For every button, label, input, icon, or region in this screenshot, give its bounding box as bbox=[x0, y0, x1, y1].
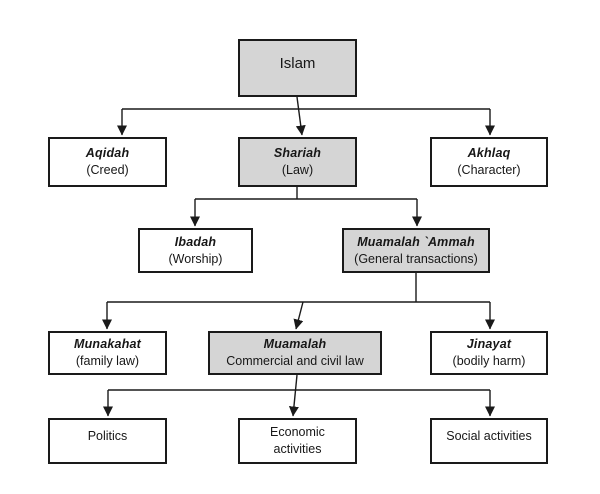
node-subtitle: (Creed) bbox=[86, 163, 129, 177]
node-social-activities: Social activities bbox=[430, 418, 548, 464]
edge-rail4-to-muamalah bbox=[293, 301, 304, 330]
node-subtitle: Commercial and civil law bbox=[226, 354, 364, 368]
node-title: Shariah bbox=[273, 146, 322, 160]
node-islam: Islam bbox=[238, 39, 357, 97]
node-subtitle: (Law) bbox=[281, 163, 314, 177]
node-muamalah: Muamalah Commercial and civil law bbox=[208, 331, 382, 375]
node-ibadah: Ibadah (Worship) bbox=[138, 228, 253, 273]
node-subtitle: (Character) bbox=[457, 163, 521, 177]
edge-muamalah-to-economic bbox=[288, 374, 299, 417]
node-subtitle: (Worship) bbox=[168, 251, 223, 266]
node-title: Munakahat bbox=[73, 337, 142, 351]
node-aqidah: Aqidah (Creed) bbox=[48, 137, 167, 187]
node-title: Social activities bbox=[446, 428, 532, 443]
node-title: Ibadah bbox=[174, 234, 217, 249]
node-economic-activities: Economic activities bbox=[238, 418, 357, 464]
node-subtitle: (bodily harm) bbox=[452, 354, 526, 368]
node-subtitle: activities bbox=[273, 442, 322, 456]
node-title: Islam bbox=[279, 54, 316, 72]
node-politics: Politics bbox=[48, 418, 167, 464]
node-munakahat: Munakahat (family law) bbox=[48, 331, 167, 375]
node-title: Jinayat bbox=[466, 337, 512, 351]
node-title: Akhlaq bbox=[467, 146, 511, 160]
node-muamalah-ammah: Muamalah `Ammah (General transactions) bbox=[342, 228, 490, 273]
node-subtitle: (family law) bbox=[75, 354, 140, 368]
edge-islam-to-shariah bbox=[295, 96, 306, 136]
node-title: Aqidah bbox=[85, 146, 130, 160]
node-subtitle: (General transactions) bbox=[354, 251, 478, 266]
node-akhlaq: Akhlaq (Character) bbox=[430, 137, 548, 187]
node-title: Economic bbox=[270, 425, 325, 439]
node-shariah: Shariah (Law) bbox=[238, 137, 357, 187]
node-title: Muamalah bbox=[263, 337, 327, 351]
node-title: Politics bbox=[87, 428, 128, 443]
node-jinayat: Jinayat (bodily harm) bbox=[430, 331, 548, 375]
node-title: Muamalah `Ammah bbox=[357, 234, 475, 249]
